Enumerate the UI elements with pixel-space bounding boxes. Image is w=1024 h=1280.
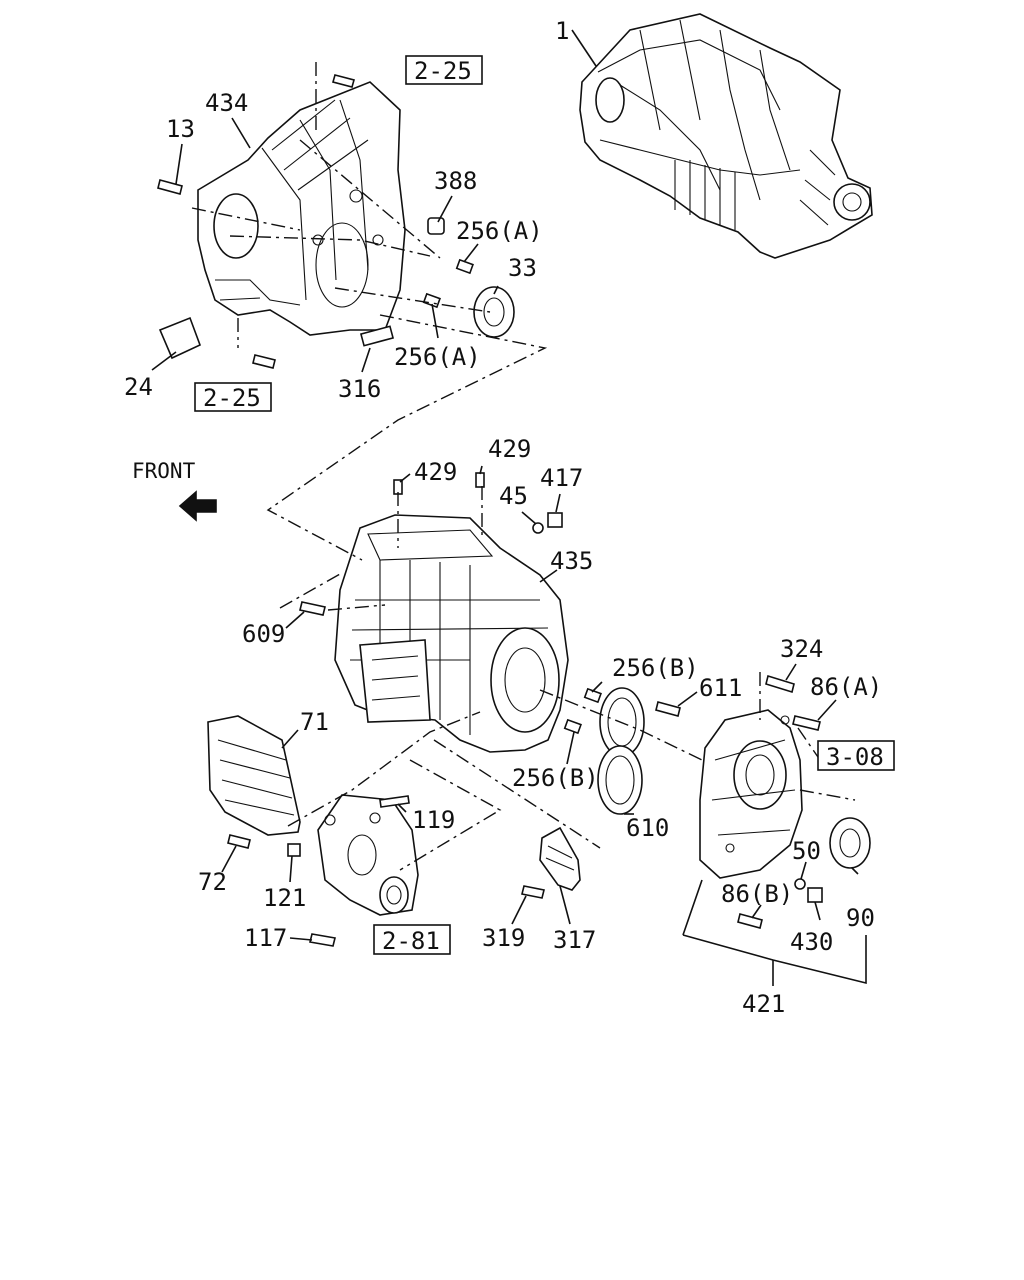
front-arrow-icon <box>178 490 217 522</box>
ref-box-3-08 <box>817 740 895 771</box>
transmission-case-drawing <box>334 514 569 753</box>
ref-box-2-25-bottom <box>194 382 272 412</box>
part-label-1: 1 <box>555 17 569 45</box>
part-label-119: 119 <box>412 806 455 834</box>
part-label-435: 435 <box>550 547 593 575</box>
leader-lines <box>151 29 867 986</box>
rear-housing-drawing <box>699 709 803 879</box>
ref-label-2-25-top: 2-25 <box>414 57 472 85</box>
part-label-324: 324 <box>780 635 823 663</box>
stud-324 <box>765 674 795 694</box>
part-label-388: 388 <box>434 167 477 195</box>
o-ring-45 <box>532 522 544 534</box>
part-label-256a-2: 256(A) <box>394 343 481 371</box>
bushing-388 <box>427 217 445 235</box>
part-label-430: 430 <box>790 928 833 956</box>
part-label-429: 429 <box>414 458 457 486</box>
oil-seal-33-drawing <box>473 286 515 338</box>
small-cover-drawing <box>539 826 581 891</box>
part-label-609: 609 <box>242 620 285 648</box>
part-label-71: 71 <box>300 708 329 736</box>
bolt-86b <box>737 913 763 929</box>
ref-label-2-81: 2-81 <box>382 927 440 955</box>
pin-256a-1 <box>455 258 474 275</box>
front-label: FRONT <box>132 459 196 483</box>
part-label-421: 421 <box>742 990 785 1018</box>
part-label-33: 33 <box>508 254 537 282</box>
part-label-316: 316 <box>338 375 381 403</box>
assembly-guide-lines <box>191 62 856 871</box>
part-label-317: 317 <box>553 926 596 954</box>
part-label-319: 319 <box>482 924 525 952</box>
part-label-72: 72 <box>198 868 227 896</box>
stud-119 <box>379 795 410 808</box>
part-label-256a-1: 256(A) <box>456 217 543 245</box>
bolt-86a <box>792 715 821 731</box>
bolt-2-25-bottom <box>252 354 276 369</box>
part-label-417: 417 <box>540 464 583 492</box>
ref-box-2-81 <box>373 924 451 955</box>
ref-box-2-25-top <box>405 55 483 85</box>
bolt-319 <box>521 885 545 899</box>
part-label-24: 24 <box>124 373 153 401</box>
transmission-assembly-drawing <box>579 13 873 259</box>
clutch-housing-drawing <box>197 81 406 336</box>
part-label-610: 610 <box>626 814 669 842</box>
gasket-610-drawing <box>597 745 643 815</box>
pin-256b-2 <box>563 718 582 735</box>
nut-121 <box>287 843 301 857</box>
part-label-90: 90 <box>846 904 875 932</box>
bracket-24 <box>158 316 202 360</box>
part-label-429-top: 429 <box>488 435 531 463</box>
ref-label-3-08: 3-08 <box>826 743 884 771</box>
o-ring-50 <box>794 878 806 890</box>
auxiliary-housing-drawing <box>317 794 419 916</box>
part-label-117: 117 <box>244 924 287 952</box>
plate-316 <box>359 325 395 347</box>
oil-seal-90-drawing <box>829 817 871 869</box>
part-label-434: 434 <box>205 89 248 117</box>
bolt-72 <box>227 834 251 849</box>
part-label-45: 45 <box>499 482 528 510</box>
plug-417 <box>547 512 563 528</box>
part-label-121: 121 <box>263 884 306 912</box>
ref-label-2-25-bottom: 2-25 <box>203 384 261 412</box>
part-label-611: 611 <box>699 674 742 702</box>
pin-256b-1 <box>583 687 602 704</box>
part-label-86b: 86(B) <box>721 880 793 908</box>
pin-429-2 <box>475 472 485 488</box>
bolt-117 <box>309 933 336 947</box>
bolt-611 <box>655 701 681 717</box>
bolt-2-25-top <box>332 74 355 88</box>
part-label-50: 50 <box>792 837 821 865</box>
part-label-86a: 86(A) <box>810 673 882 701</box>
side-cover-drawing <box>207 715 301 836</box>
part-label-13: 13 <box>166 115 195 143</box>
plug-430 <box>807 887 823 903</box>
part-label-256b-2: 256(B) <box>512 764 599 792</box>
part-label-256b-1: 256(B) <box>612 654 699 682</box>
bolt-609 <box>299 601 326 616</box>
bolt-13 <box>157 179 183 195</box>
